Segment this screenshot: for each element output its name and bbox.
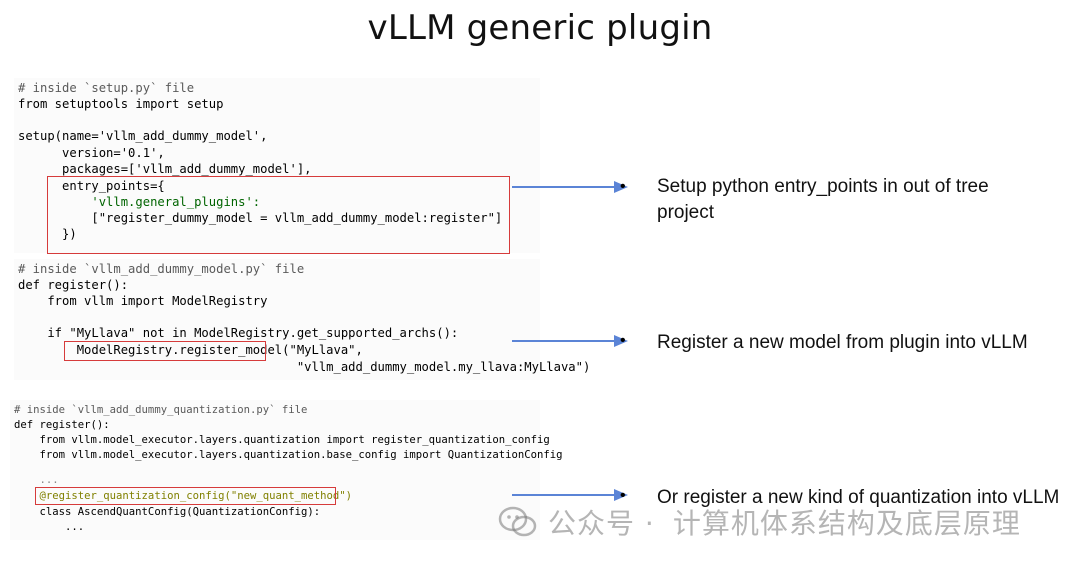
code-line: version='0.1', [18, 146, 165, 160]
wechat-icon [498, 506, 537, 537]
code-panel-quantization: # inside `vllm_add_dummy_quantization.py… [10, 400, 563, 540]
code-line: @register_quantization_config("new_quant… [14, 490, 353, 502]
bullet-text-entry-points: Setup python entry_points in out of tree… [657, 176, 989, 223]
code-panel-setup: # inside `setup.py` file from setuptools… [14, 78, 540, 253]
code-line: def register(): [18, 278, 129, 292]
code-line: # inside `vllm_add_dummy_model.py` file [18, 262, 305, 276]
watermark: 公众号 · 计算机体系结构及底层原理 [498, 502, 1021, 542]
bullet-marker: • [620, 178, 626, 195]
highlight-box-quant-decorator [35, 487, 336, 505]
bullet-text-register-model: Register a new model from plugin into vL… [657, 332, 1028, 353]
code-line: from vllm.model_executor.layers.quantiza… [14, 449, 563, 461]
code-line: class AscendQuantConfig(QuantizationConf… [14, 506, 321, 518]
bullet-marker: • [620, 332, 626, 349]
arrow-right-icon [512, 181, 628, 193]
code-line: from setuptools import setup [18, 97, 224, 111]
code-line: ModelRegistry.register_model("MyLlava", [18, 343, 363, 357]
highlight-box-entry-points [47, 176, 510, 254]
code-line: setup(name='vllm_add_dummy_model', [18, 129, 268, 143]
code-line: from vllm.model_executor.layers.quantiza… [14, 434, 550, 446]
code-line: entry_points={ [18, 179, 165, 193]
arrow-right-icon [512, 489, 628, 501]
slide-title: vLLM generic plugin [367, 8, 713, 48]
code-panel-register-model: # inside `vllm_add_dummy_model.py` file … [14, 259, 590, 380]
code-line: # inside `vllm_add_dummy_quantization.py… [14, 404, 308, 416]
code-line: 'vllm.general_plugins': [18, 195, 261, 209]
code-line: ... [14, 521, 85, 533]
arrow-right-icon [512, 335, 628, 347]
bullet-text-quantization: Or register a new kind of quantization i… [657, 487, 1060, 508]
code-line: "vllm_add_dummy_model.my_llava:MyLlava") [18, 360, 591, 374]
bullet-marker: • [620, 487, 626, 504]
watermark-brand: 公众号 · [548, 507, 655, 540]
code-line: from vllm import ModelRegistry [18, 294, 268, 308]
code-line: }) [18, 227, 77, 241]
watermark-text: 计算机体系结构及底层原理 [672, 507, 1021, 540]
code-line: # inside `setup.py` file [18, 81, 195, 95]
code-line: if "MyLlava" not in ModelRegistry.get_su… [18, 326, 459, 340]
code-line: packages=['vllm_add_dummy_model'], [18, 162, 312, 176]
code-line: ["register_dummy_model = vllm_add_dummy_… [18, 211, 503, 225]
code-line: def register(): [14, 419, 110, 431]
highlight-box-register-model [64, 341, 266, 361]
code-line: ... [14, 474, 59, 486]
